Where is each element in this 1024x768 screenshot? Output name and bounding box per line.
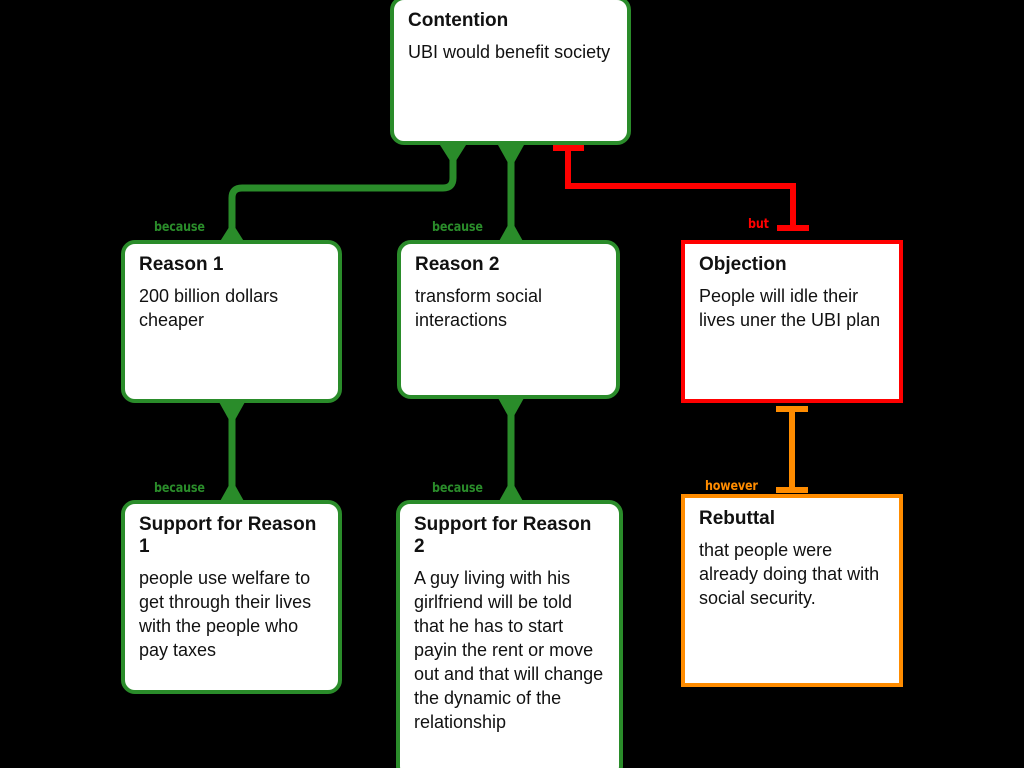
node-support1[interactable]: Support for Reason 1 people use welfare … [121, 500, 342, 694]
connector-contention-objection [553, 145, 809, 231]
node-reason2-body: transform social interactions [415, 286, 543, 330]
node-contention-title: Contention [408, 10, 509, 31]
connector-label-reason1-support1: because [154, 481, 205, 496]
node-rebuttal-body: that people were already doing that with… [699, 540, 880, 608]
node-support1-body: people use welfare to get through their … [139, 568, 312, 660]
node-rebuttal[interactable]: Rebuttal that people were already doing … [681, 494, 903, 687]
node-support2-title: Support for Reason 2 [414, 514, 592, 558]
node-reason2[interactable]: Reason 2 transform social interactions [397, 240, 620, 399]
node-objection-body: People will idle their lives uner the UB… [699, 286, 881, 330]
node-rebuttal-title: Rebuttal [699, 508, 775, 529]
connector-contention-reason1 [219, 145, 466, 243]
connector-contention-reason2 [498, 145, 524, 243]
connector-label-contention-reason2: because [432, 220, 483, 235]
node-contention[interactable]: Contention UBI would benefit society [390, 0, 631, 145]
connector-reason1-support1 [219, 402, 245, 503]
node-contention-body: UBI would benefit society [408, 42, 611, 63]
node-support2-body: A guy living with his girlfriend will be… [414, 568, 604, 732]
node-support2[interactable]: Support for Reason 2 A guy living with h… [396, 500, 623, 768]
connector-label-contention-reason1: because [154, 220, 205, 235]
connector-objection-rebuttal [776, 406, 808, 493]
node-reason1-body: 200 billion dollars cheaper [139, 286, 279, 330]
node-reason1[interactable]: Reason 1 200 billion dollars cheaper [121, 240, 342, 403]
connector-label-objection-rebuttal: however [705, 479, 758, 494]
connector-label-reason2-support2: because [432, 481, 483, 496]
node-reason1-title: Reason 1 [139, 254, 224, 275]
node-objection[interactable]: Objection People will idle their lives u… [681, 240, 903, 403]
connector-reason2-support2 [498, 398, 524, 503]
connector-label-contention-objection: but [748, 217, 769, 232]
node-objection-title: Objection [699, 254, 787, 275]
node-reason2-title: Reason 2 [415, 254, 500, 275]
node-support1-title: Support for Reason 1 [139, 514, 317, 558]
